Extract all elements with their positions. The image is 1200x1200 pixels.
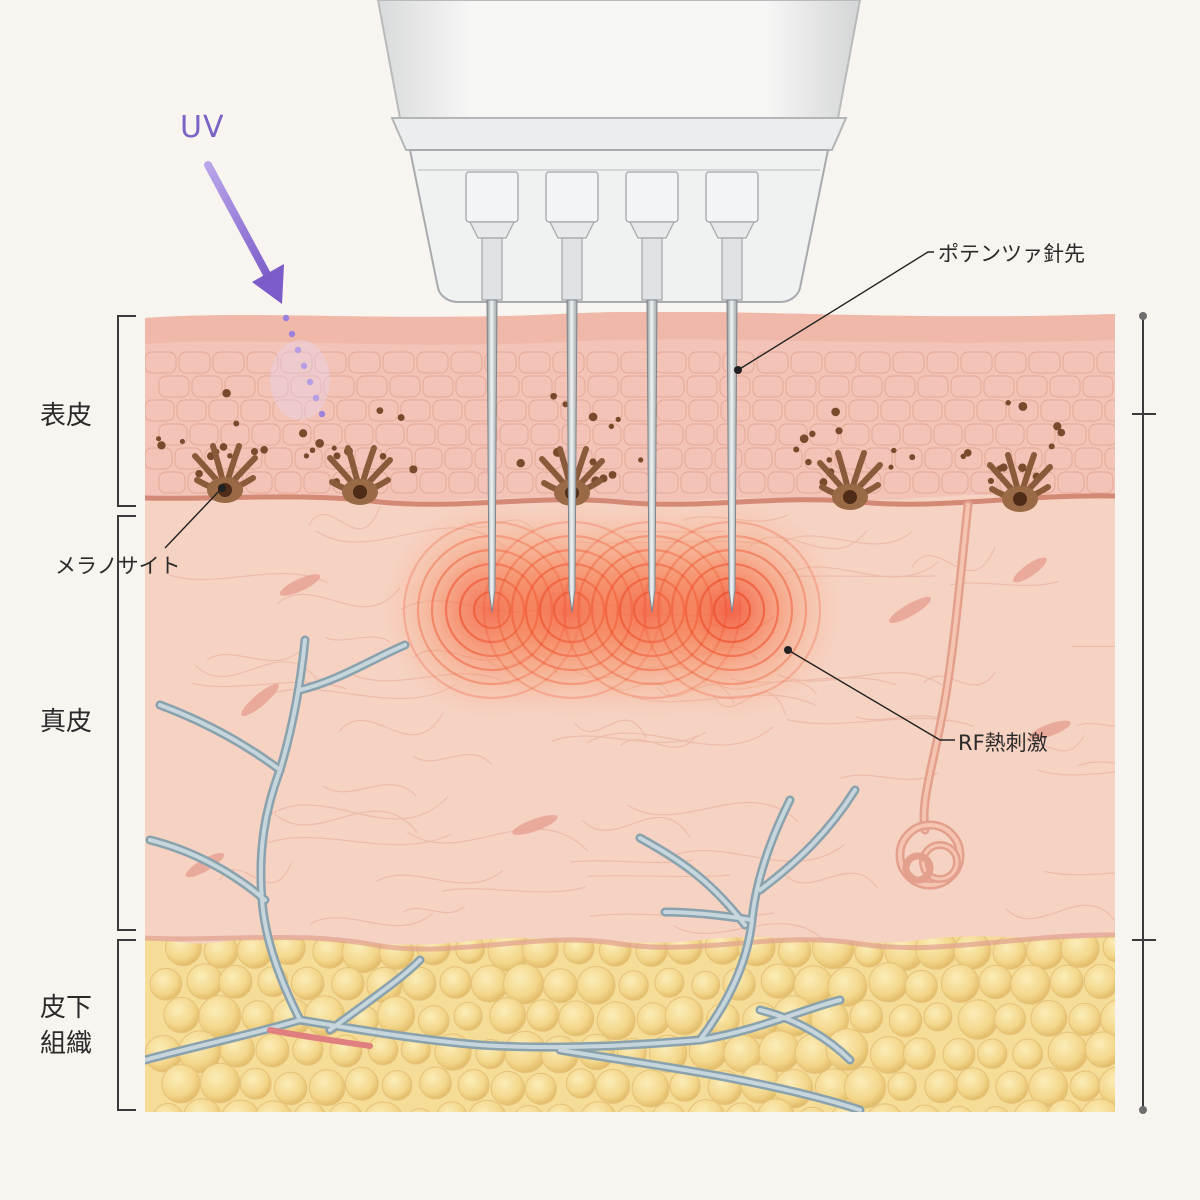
- epidermis-layer: [145, 312, 1115, 502]
- dermis-label: 真皮: [40, 707, 93, 737]
- epidermis-label: 表皮: [40, 401, 93, 431]
- layer-brackets: [117, 315, 1156, 1111]
- rf-heat-zones: [382, 500, 842, 720]
- melanocyte-label: メラノサイト: [55, 554, 181, 578]
- uv-label: UV: [180, 110, 225, 145]
- uv-arrow: [204, 161, 330, 420]
- needle-tip-label: ポテンツァ針先: [938, 242, 1085, 266]
- needle-holders: [465, 171, 759, 301]
- potenza-handpiece: [376, 0, 862, 303]
- subcutis-label-line2: 組織: [40, 1029, 93, 1059]
- callout-lines: [164, 251, 955, 741]
- sweat-gland: [895, 500, 973, 890]
- subcutis-label-line1: 皮下: [40, 993, 93, 1023]
- microneedles: [486, 299, 738, 613]
- rf-heat-label: RF熱刺激: [958, 731, 1048, 755]
- blood-vessels: [145, 635, 865, 1112]
